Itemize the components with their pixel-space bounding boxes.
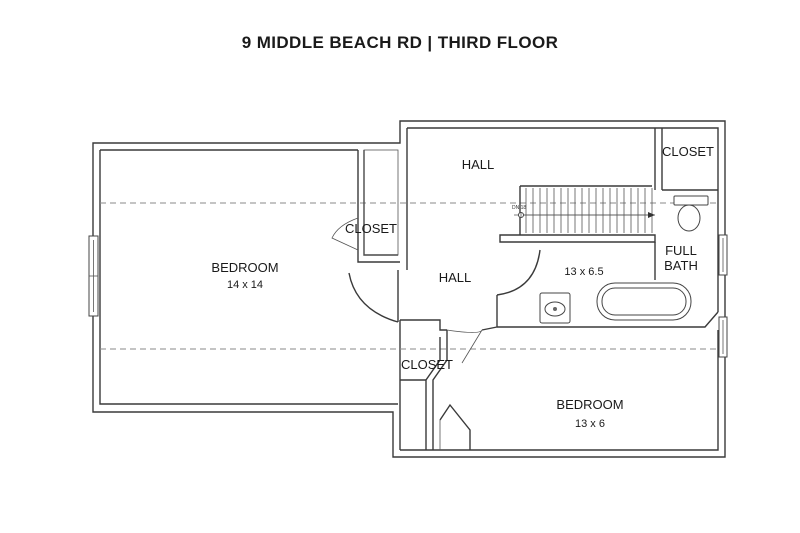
bathtub-icon bbox=[596, 282, 692, 321]
stair-arrow-icon bbox=[518, 212, 655, 218]
window-icon bbox=[88, 235, 99, 317]
exterior-walls bbox=[92, 120, 726, 458]
window-icon bbox=[718, 234, 728, 358]
room-name-hall-upper: HALL bbox=[462, 157, 495, 172]
room-name-full-bath-2: BATH bbox=[664, 258, 698, 273]
room-name-closet-top-right: CLOSET bbox=[662, 144, 714, 159]
stair-walls bbox=[499, 128, 718, 280]
room-name-hall-center: HALL bbox=[439, 270, 472, 285]
closet-center-walls bbox=[331, 149, 400, 263]
hall-door bbox=[348, 270, 399, 323]
stair-label: DN 18 bbox=[512, 205, 526, 211]
bath-walls bbox=[496, 249, 719, 328]
slope-lines bbox=[100, 202, 718, 350]
plan-title: 9 MIDDLE BEACH RD | THIRD FLOOR bbox=[241, 33, 559, 52]
toilet-icon bbox=[673, 195, 709, 232]
room-name-bedroom-right: BEDROOM bbox=[556, 397, 623, 412]
room-dims-bedroom-left: 14 x 14 bbox=[227, 279, 263, 291]
stairs bbox=[514, 188, 655, 233]
room-name-full-bath-1: FULL bbox=[665, 243, 697, 258]
room-dims-bedroom-right: 13 x 6 bbox=[575, 418, 605, 430]
room-dims-full-bath: 13 x 6.5 bbox=[564, 266, 603, 278]
room-name-closet-lower: CLOSET bbox=[401, 357, 453, 372]
room-name-bedroom-left: BEDROOM bbox=[211, 260, 278, 275]
room-name-closet-center: CLOSET bbox=[345, 221, 397, 236]
sink-icon bbox=[539, 292, 571, 324]
lower-walls bbox=[400, 319, 498, 450]
